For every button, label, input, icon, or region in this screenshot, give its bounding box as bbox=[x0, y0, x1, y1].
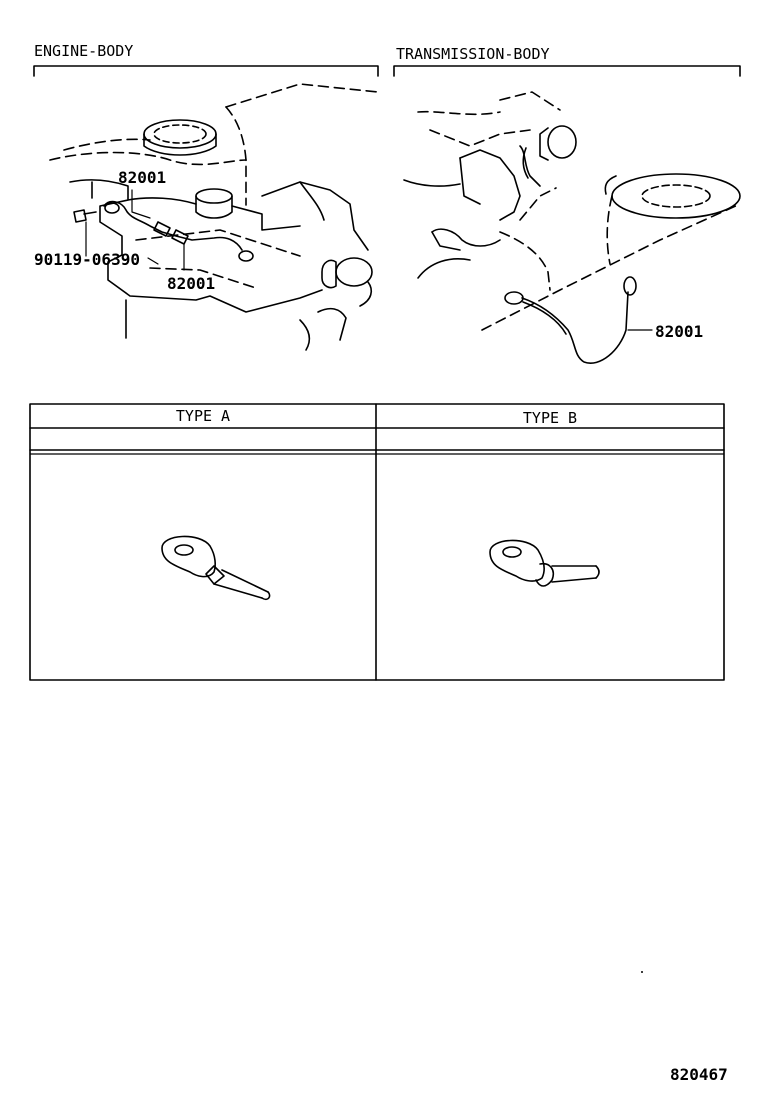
type-a-header: TYPE A bbox=[175, 407, 231, 425]
terminal-type-a-icon bbox=[161, 535, 271, 601]
callout-engine-top: 82001 bbox=[118, 168, 167, 187]
terminal-type-b-icon bbox=[489, 539, 600, 587]
transmission-illustration bbox=[403, 91, 741, 364]
type-table bbox=[29, 403, 725, 681]
transmission-body-title: TRANSMISSION-BODY bbox=[396, 45, 550, 63]
engine-body-title: ENGINE-BODY bbox=[34, 42, 134, 60]
callout-transmission: 82001 bbox=[655, 322, 704, 341]
type-b-header: TYPE B bbox=[522, 409, 578, 427]
callout-engine-bolt: 90119-06390 bbox=[34, 250, 140, 269]
engine-leaders bbox=[85, 189, 185, 271]
speck bbox=[641, 971, 643, 973]
engine-illustration bbox=[49, 83, 379, 351]
engine-body-bracket bbox=[33, 65, 379, 77]
diagram-number: 820467 bbox=[670, 1065, 728, 1084]
callout-engine-bottom: 82001 bbox=[167, 274, 216, 293]
transmission-body-bracket bbox=[393, 65, 741, 77]
